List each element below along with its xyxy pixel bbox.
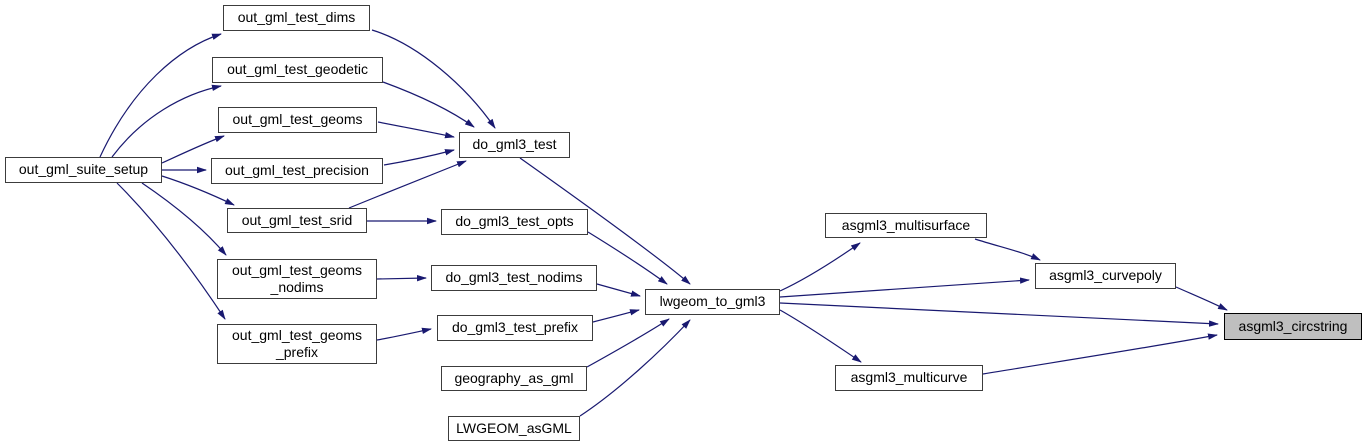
edge-out_gml_suite_setup--out_gml_test_geoms_prefix	[116, 182, 226, 320]
edge-out_gml_test_geoms_prefix--do_gml3_test_prefix	[376, 327, 432, 341]
node-out_gml_suite_setup[interactable]: out_gml_suite_setup	[5, 157, 162, 183]
node-out_gml_test_dims[interactable]: out_gml_test_dims	[223, 5, 370, 31]
node-out_gml_test_precision[interactable]: out_gml_test_precision	[211, 158, 383, 184]
node-out_gml_test_geoms_prefix[interactable]: out_gml_test_geoms _prefix	[217, 324, 377, 364]
edge-do_gml3_test_opts--lwgeom_to_gml3	[587, 231, 668, 285]
node-asgml3_circstring: asgml3_circstring	[1224, 313, 1362, 340]
node-out_gml_test_srid[interactable]: out_gml_test_srid	[227, 208, 367, 233]
node-asgml3_multicurve[interactable]: asgml3_multicurve	[835, 365, 983, 391]
edge-geography_as_gml--lwgeom_to_gml3	[586, 318, 670, 368]
edge-do_gml3_test--lwgeom_to_gml3	[519, 157, 691, 285]
edge-asgml3_curvepoly--asgml3_circstring	[1175, 286, 1228, 311]
edge-lwgeom_to_gml3--asgml3_circstring	[779, 302, 1219, 327]
edge-out_gml_suite_setup--out_gml_test_srid	[161, 175, 235, 206]
edge-out_gml_test_geoms_nodims--do_gml3_test_nodims	[376, 274, 427, 282]
edge-do_gml3_test_prefix--lwgeom_to_gml3	[592, 309, 640, 323]
edge-out_gml_test_precision--do_gml3_test	[383, 149, 455, 166]
node-do_gml3_test_opts[interactable]: do_gml3_test_opts	[441, 209, 588, 235]
node-do_gml3_test_prefix[interactable]: do_gml3_test_prefix	[437, 315, 593, 341]
edge-out_gml_test_dims--do_gml3_test	[371, 29, 496, 129]
edge-asgml3_multicurve--asgml3_circstring	[982, 333, 1218, 375]
node-asgml3_multisurface[interactable]: asgml3_multisurface	[825, 213, 987, 238]
edge-out_gml_suite_setup--out_gml_test_geodetic	[111, 84, 222, 158]
edges-group	[99, 29, 1228, 417]
node-out_gml_test_geodetic[interactable]: out_gml_test_geodetic	[212, 57, 383, 83]
edge-out_gml_suite_setup--out_gml_test_geoms_nodims	[141, 182, 227, 256]
edge-lwgeom_to_gml3--asgml3_curvepoly	[779, 277, 1030, 298]
edge-out_gml_test_geodetic--do_gml3_test	[382, 81, 475, 128]
edge-out_gml_suite_setup--out_gml_test_dims	[99, 33, 222, 158]
edge-do_gml3_test_nodims--lwgeom_to_gml3	[596, 283, 641, 297]
edge-out_gml_test_geoms--do_gml3_test	[377, 121, 455, 139]
edge-out_gml_test_srid--do_gml3_test	[348, 160, 467, 209]
node-asgml3_curvepoly[interactable]: asgml3_curvepoly	[1035, 263, 1176, 289]
node-out_gml_test_geoms[interactable]: out_gml_test_geoms	[218, 107, 377, 133]
node-do_gml3_test_nodims[interactable]: do_gml3_test_nodims	[431, 265, 597, 291]
node-out_gml_test_geoms_nodims[interactable]: out_gml_test_geoms _nodims	[217, 259, 377, 299]
node-geography_as_gml[interactable]: geography_as_gml	[441, 366, 587, 391]
edge-lwgeom_to_gml3--asgml3_multisurface	[779, 242, 861, 292]
edge-lwgeom_to_gml3--asgml3_multicurve	[779, 309, 862, 363]
node-do_gml3_test[interactable]: do_gml3_test	[459, 132, 570, 158]
node-lwgeom_to_gml3[interactable]: lwgeom_to_gml3	[645, 289, 780, 315]
node-LWGEOM_asGML[interactable]: LWGEOM_asGML	[448, 416, 580, 441]
edge-LWGEOM_asGML--lwgeom_to_gml3	[579, 319, 691, 417]
edge-asgml3_multisurface--asgml3_curvepoly	[974, 238, 1041, 261]
edge-out_gml_suite_setup--out_gml_test_geoms	[161, 135, 225, 164]
